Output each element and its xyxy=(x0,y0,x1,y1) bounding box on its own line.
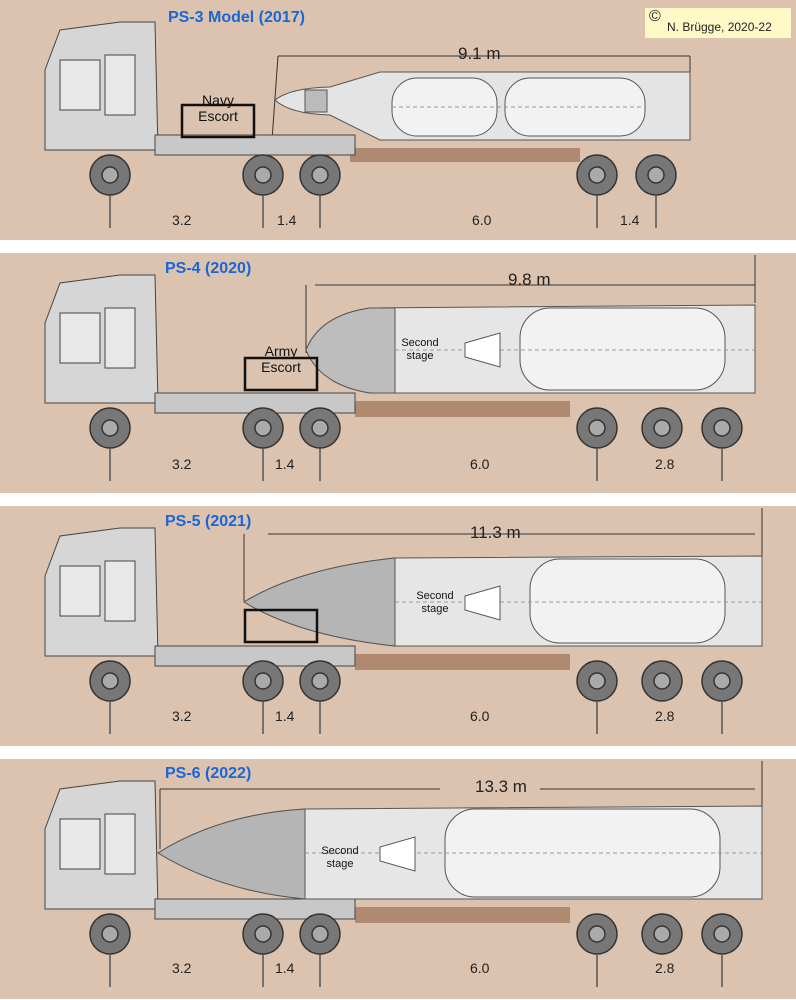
trailer-bed xyxy=(355,907,570,923)
escort-box xyxy=(243,356,319,392)
dim-label: 6.0 xyxy=(470,708,490,724)
trailer-bed xyxy=(355,654,570,670)
panel-title: PS-6 (2022) xyxy=(165,765,252,782)
ps4-drawing xyxy=(44,255,756,481)
dim-label: 3.2 xyxy=(172,960,192,976)
missile-ps5 xyxy=(243,555,763,647)
wheels xyxy=(89,154,677,196)
dim-label: 1.4 xyxy=(275,708,295,724)
dim-label: 3.2 xyxy=(172,212,192,228)
panel-title: PS-3 Model (2017) xyxy=(168,9,305,26)
truck-cab xyxy=(44,527,356,667)
panel-title: PS-5 (2021) xyxy=(165,513,252,530)
wheels xyxy=(89,660,743,702)
dim-label: 6.0 xyxy=(470,960,490,976)
trailer-bed xyxy=(350,148,580,162)
length-label: 11.3 m xyxy=(470,523,521,542)
panel-title: PS-4 (2020) xyxy=(165,260,252,277)
missile-ps6 xyxy=(157,805,763,900)
dim-label: 6.0 xyxy=(472,212,492,228)
length-label: 9.1 m xyxy=(458,44,501,63)
length-label: 9.8 m xyxy=(508,270,551,289)
copyright-badge: © N. Brügge, 2020-22 xyxy=(645,8,791,38)
ps5-drawing xyxy=(44,508,763,734)
truck-cab xyxy=(44,274,356,414)
escort-box xyxy=(180,103,256,139)
dim-label: 2.8 xyxy=(655,708,675,724)
dim-label: 3.2 xyxy=(172,708,192,724)
copyright-icon: © xyxy=(649,8,661,25)
dim-label: 2.8 xyxy=(655,960,675,976)
dim-label: 1.4 xyxy=(277,212,297,228)
dim-label: 1.4 xyxy=(620,212,640,228)
dim-label: 6.0 xyxy=(470,456,490,472)
dim-label: 2.8 xyxy=(655,456,675,472)
copyright-text: N. Brügge, 2020-22 xyxy=(667,20,772,34)
length-label: 13.3 m xyxy=(475,777,527,796)
ps3-drawing xyxy=(44,21,691,228)
missile-ps3 xyxy=(274,71,691,141)
missile-ps4 xyxy=(305,304,756,394)
truck-cab xyxy=(44,780,356,920)
dim-label: 3.2 xyxy=(172,456,192,472)
dim-label: 1.4 xyxy=(275,960,295,976)
trailer-bed xyxy=(355,401,570,417)
ps6-drawing xyxy=(44,761,763,987)
wheels xyxy=(89,407,743,449)
escort-box xyxy=(243,608,319,644)
truck-cab xyxy=(44,21,356,156)
dim-label: 1.4 xyxy=(275,456,295,472)
